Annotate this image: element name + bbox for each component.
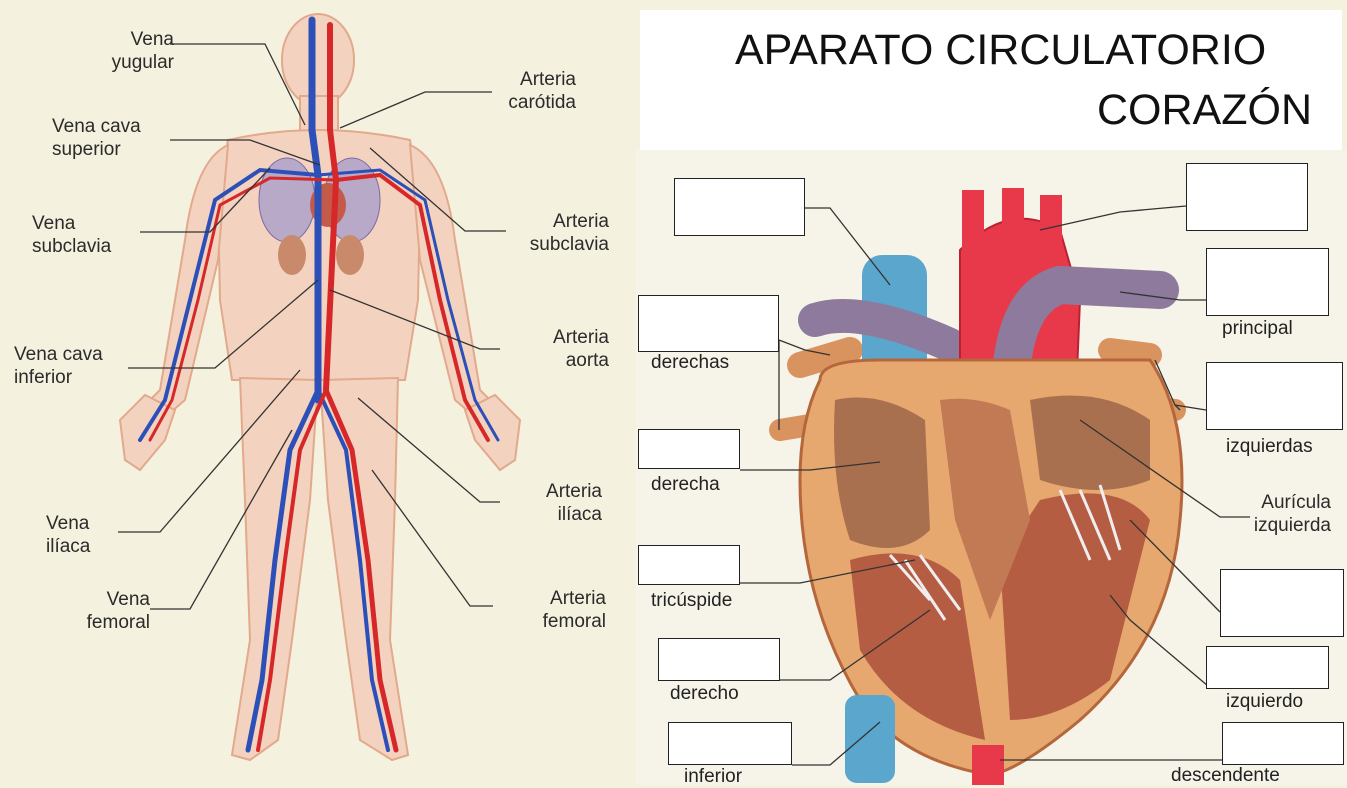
label-descendente: descendente [1171, 765, 1280, 787]
label-vena-iliaca: Vena ilíaca [46, 512, 90, 558]
label-auricula-izquierda: Aurícula izquierda [1226, 491, 1331, 537]
label-derecho: derecho [670, 683, 739, 705]
descending-aorta-shape [972, 745, 1004, 785]
answer-box-arteria-pulmonar[interactable] [1206, 248, 1329, 316]
label-vena-subclavia: Vena subclavia [32, 212, 111, 258]
answer-box-vena-cava-superior[interactable] [674, 178, 805, 236]
answer-box-auricula-derecha[interactable] [638, 429, 740, 469]
page-title: APARATO CIRCULATORIO [735, 26, 1266, 75]
label-izquierdas: izquierdas [1226, 436, 1313, 458]
label-vena-cava-inferior: Vena cava inferior [14, 343, 103, 389]
answer-box-aorta-descendente[interactable] [1222, 722, 1344, 765]
answer-box-ventriculo-derecho[interactable] [658, 638, 780, 681]
human-body-figure [118, 14, 520, 760]
label-vena-cava-superior: Vena cava superior [52, 115, 141, 161]
answer-box-venas-pulmonares-izquierdas[interactable] [1206, 362, 1343, 430]
vena-cava-inferior-shape [845, 695, 895, 783]
label-derechas: derechas [651, 352, 729, 374]
label-principal: principal [1222, 318, 1293, 340]
title-panel: APARATO CIRCULATORIO CORAZÓN [640, 10, 1342, 150]
answer-box-vena-cava-inferior[interactable] [668, 722, 792, 765]
left-atrium [1030, 396, 1150, 491]
right-atrium [834, 398, 930, 549]
label-arteria-femoral: Arteria femoral [500, 587, 606, 633]
page-subtitle: CORAZÓN [1097, 86, 1312, 135]
label-vena-femoral: Vena femoral [50, 588, 150, 634]
label-arteria-aorta: Arteria aorta [505, 326, 609, 372]
label-derecha: derecha [651, 474, 720, 496]
answer-box-valvula-mitral[interactable] [1220, 569, 1344, 637]
answer-box-aorta[interactable] [1186, 163, 1308, 231]
answer-box-ventriculo-izquierdo[interactable] [1206, 646, 1329, 689]
label-tricuspide: tricúspide [651, 590, 732, 612]
label-arteria-subclavia: Arteria subclavia [505, 210, 609, 256]
label-arteria-carotida: Arteria carótida [476, 68, 576, 114]
label-izquierdo: izquierdo [1226, 691, 1303, 713]
label-vena-yugular: Vena yugular [74, 28, 174, 74]
answer-box-valvula-tricuspide[interactable] [638, 545, 740, 585]
label-arteria-iliaca: Arteria ilíaca [500, 480, 602, 526]
answer-box-venas-pulmonares-derechas[interactable] [638, 295, 779, 352]
